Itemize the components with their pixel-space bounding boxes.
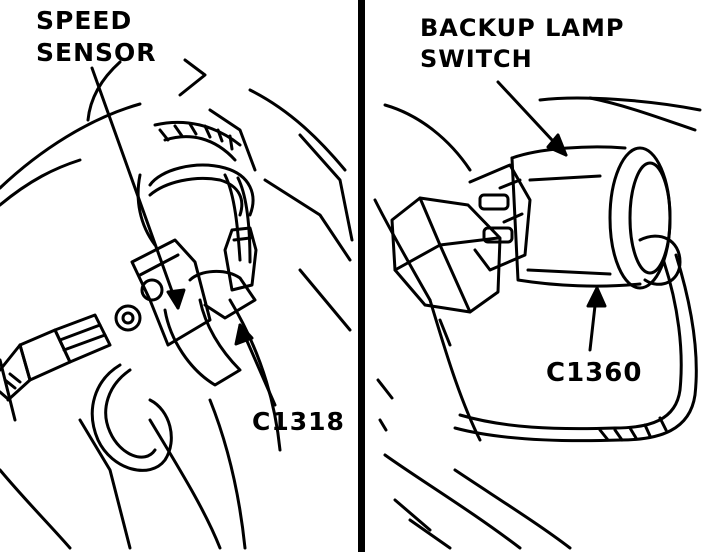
c1360-wire [453,234,698,443]
backup-lamp-switch-body [510,145,672,290]
transmission-housing-left [0,58,354,550]
sensor-wire-loop [90,163,255,472]
speed-sensor-label-line1: SPEED [36,6,133,35]
panel-divider [358,0,365,552]
c1318-leader [234,323,277,407]
speed-sensor-body [114,226,258,387]
connector-c1360-label: C1360 [546,358,643,388]
connector-c1318-label: C1318 [252,407,345,436]
transmission-housing-right [373,96,702,550]
backup-lamp-leader [496,80,568,157]
switch-hex-nut [390,196,502,314]
backup-lamp-switch-label: BACKUP LAMP SWITCH [420,16,624,78]
cable-fitting [0,313,112,402]
c1360-leader [586,286,607,352]
speed-sensor-label-line2: SENSOR [36,38,157,67]
speedometer-cable [153,120,242,162]
switch-terminals [468,163,532,272]
speed-sensor-label: SPEED SENSOR [36,8,157,72]
speed-sensor-leader [90,66,186,310]
backup-lamp-switch-label-line2: SWITCH [420,45,533,73]
backup-lamp-switch-label-line1: BACKUP LAMP [420,14,625,42]
